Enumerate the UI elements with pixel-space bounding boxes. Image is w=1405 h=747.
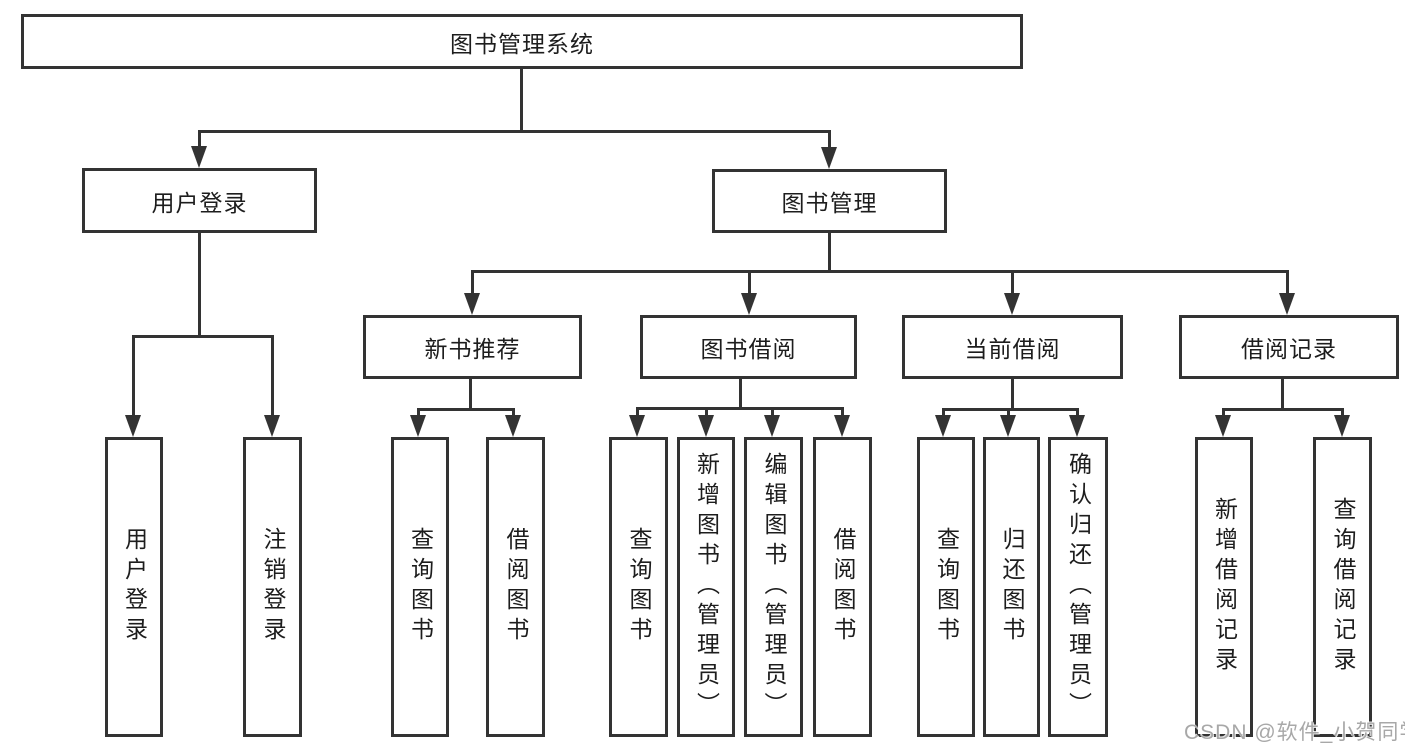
leaf-borrow-add: 新增图书（管理员） bbox=[677, 437, 735, 737]
leaf-borrow-query-label: 查询图书 bbox=[626, 527, 652, 647]
arrow-down-icon bbox=[1279, 293, 1295, 315]
arrow-down-icon bbox=[741, 293, 757, 315]
arrow-down-icon bbox=[1334, 415, 1350, 437]
leaf-newbook-query-label: 查询图书 bbox=[407, 527, 434, 647]
leaf-record-query-label: 查询借阅记录 bbox=[1330, 497, 1356, 677]
leaf-logout: 注销登录 bbox=[243, 437, 302, 737]
connector-line bbox=[705, 407, 708, 418]
arrow-down-icon bbox=[125, 415, 141, 437]
leaf-borrow-add-label: 新增图书（管理员） bbox=[693, 452, 720, 722]
arrow-down-icon bbox=[834, 415, 850, 437]
leaf-borrow-query: 查询图书 bbox=[609, 437, 668, 737]
leaf-record-add: 新增借阅记录 bbox=[1195, 437, 1253, 737]
node-current-borrow-label: 当前借阅 bbox=[964, 336, 1061, 362]
connector-line bbox=[1011, 270, 1014, 295]
leaf-user-login: 用户登录 bbox=[105, 437, 163, 737]
node-root-label: 图书管理系统 bbox=[450, 30, 594, 57]
connector-line bbox=[771, 407, 774, 418]
node-borrow-record-label: 借阅记录 bbox=[1241, 336, 1337, 362]
connector-line bbox=[198, 233, 201, 337]
node-book-mgmt-label: 图书管理 bbox=[781, 190, 878, 216]
leaf-current-confirm-label: 确认归还（管理员） bbox=[1065, 452, 1092, 722]
node-user-login: 用户登录 bbox=[82, 168, 317, 233]
connector-line bbox=[841, 407, 844, 418]
connector-line bbox=[748, 270, 751, 295]
connector-line bbox=[469, 379, 472, 410]
connector-line bbox=[520, 69, 523, 132]
node-new-book-rec-label: 新书推荐 bbox=[424, 336, 521, 362]
node-new-book-rec: 新书推荐 bbox=[363, 315, 582, 379]
connector-line bbox=[636, 407, 639, 418]
leaf-newbook-borrow-label: 借阅图书 bbox=[503, 527, 529, 647]
csdn-watermark: CSDN @软件_小贺同学 bbox=[1184, 721, 1405, 744]
leaf-current-return: 归还图书 bbox=[983, 437, 1040, 737]
leaf-logout-label: 注销登录 bbox=[260, 527, 286, 647]
node-book-borrow-label: 图书借阅 bbox=[700, 336, 797, 362]
arrow-down-icon bbox=[264, 415, 280, 437]
connector-line bbox=[1007, 408, 1010, 418]
leaf-borrow-borrow: 借阅图书 bbox=[813, 437, 872, 737]
connector-line bbox=[1281, 379, 1284, 410]
connector-line bbox=[198, 130, 831, 133]
connector-line bbox=[271, 335, 274, 417]
connector-line bbox=[471, 270, 474, 295]
node-borrow-record: 借阅记录 bbox=[1179, 315, 1399, 379]
leaf-borrow-edit: 编辑图书（管理员） bbox=[744, 437, 803, 737]
connector-line bbox=[1076, 408, 1079, 418]
leaf-newbook-borrow: 借阅图书 bbox=[486, 437, 545, 737]
arrow-down-icon bbox=[698, 415, 714, 437]
connector-line bbox=[1011, 379, 1014, 410]
node-current-borrow: 当前借阅 bbox=[902, 315, 1123, 379]
connector-line bbox=[1286, 270, 1289, 295]
arrow-down-icon bbox=[764, 415, 780, 437]
arrow-down-icon bbox=[1004, 293, 1020, 315]
arrow-down-icon bbox=[821, 147, 837, 169]
arrow-down-icon bbox=[629, 415, 645, 437]
leaf-record-add-label: 新增借阅记录 bbox=[1211, 497, 1238, 677]
connector-line bbox=[636, 407, 843, 410]
connector-line bbox=[198, 130, 201, 150]
connector-line bbox=[828, 233, 831, 272]
arrow-down-icon bbox=[464, 293, 480, 315]
leaf-current-return-label: 归还图书 bbox=[999, 527, 1025, 647]
node-book-borrow: 图书借阅 bbox=[640, 315, 857, 379]
connector-line bbox=[471, 270, 1288, 273]
leaf-record-query: 查询借阅记录 bbox=[1313, 437, 1372, 737]
connector-line bbox=[942, 408, 1079, 411]
leaf-user-login-label: 用户登录 bbox=[121, 527, 148, 647]
leaf-borrow-edit-label: 编辑图书（管理员） bbox=[761, 452, 787, 722]
leaf-newbook-query: 查询图书 bbox=[391, 437, 449, 737]
leaf-borrow-borrow-label: 借阅图书 bbox=[830, 527, 856, 647]
arrow-down-icon bbox=[505, 415, 521, 437]
connector-line bbox=[942, 408, 945, 418]
connector-line bbox=[132, 335, 273, 338]
leaf-current-query: 查询图书 bbox=[917, 437, 975, 737]
arrow-down-icon bbox=[1069, 415, 1085, 437]
connector-line bbox=[1341, 408, 1344, 418]
connector-line bbox=[1222, 408, 1225, 418]
connector-line bbox=[132, 335, 135, 417]
connector-line bbox=[828, 130, 831, 150]
connector-line bbox=[1222, 408, 1344, 411]
arrow-down-icon bbox=[191, 146, 207, 168]
node-root: 图书管理系统 bbox=[21, 14, 1023, 69]
connector-line bbox=[739, 379, 742, 409]
arrow-down-icon bbox=[935, 415, 951, 437]
connector-line bbox=[417, 408, 514, 411]
connector-line bbox=[417, 408, 420, 418]
leaf-current-confirm: 确认归还（管理员） bbox=[1048, 437, 1108, 737]
arrow-down-icon bbox=[1215, 415, 1231, 437]
arrow-down-icon bbox=[410, 415, 426, 437]
connector-line bbox=[512, 408, 515, 418]
node-book-mgmt: 图书管理 bbox=[712, 169, 947, 233]
leaf-current-query-label: 查询图书 bbox=[933, 527, 960, 647]
node-user-login-label: 用户登录 bbox=[151, 189, 248, 216]
arrow-down-icon bbox=[1000, 415, 1016, 437]
